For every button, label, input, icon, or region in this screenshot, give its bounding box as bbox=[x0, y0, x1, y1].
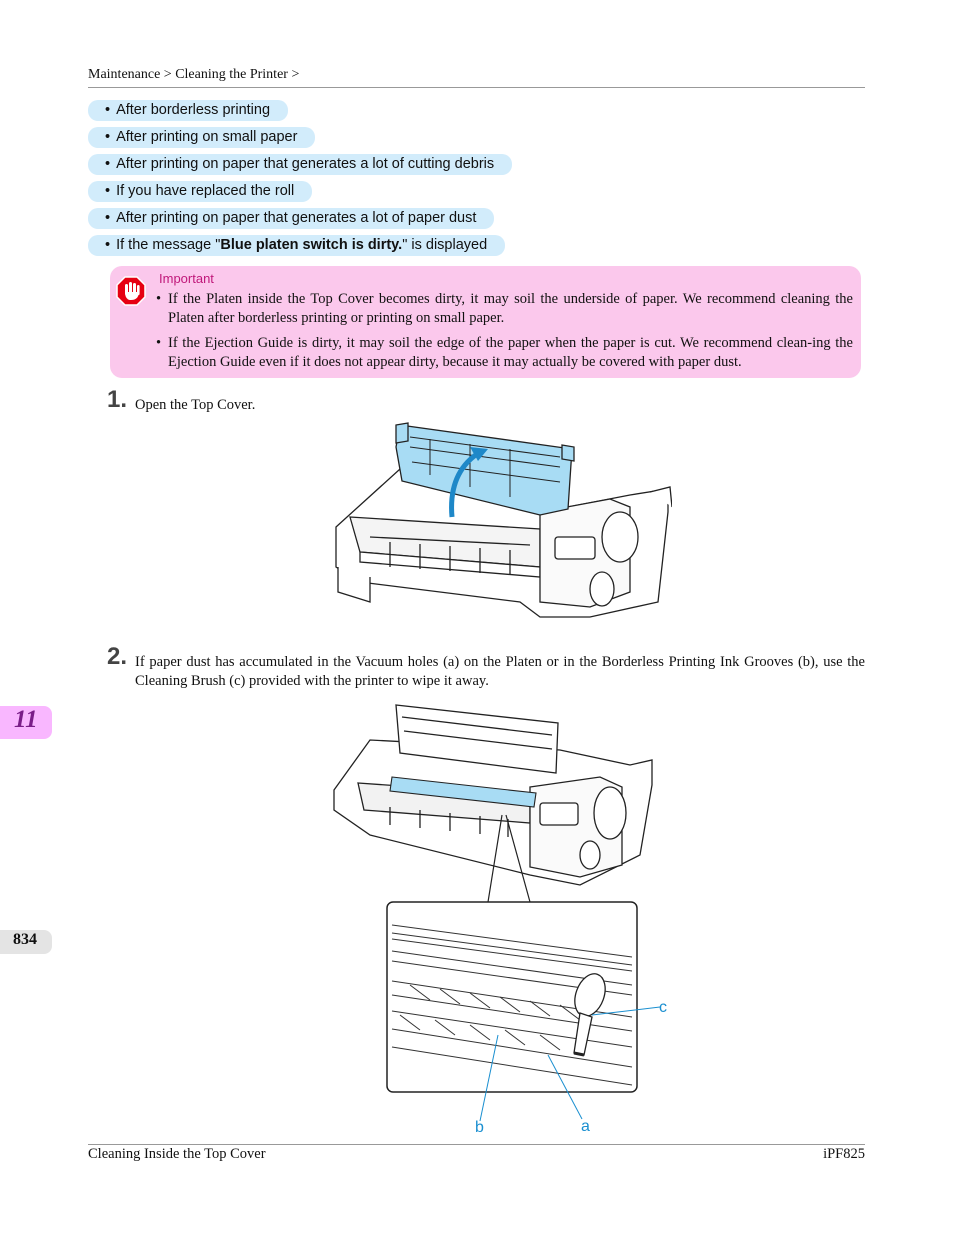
footer-model-name: iPF825 bbox=[823, 1146, 865, 1162]
step-number: 2. bbox=[107, 643, 128, 670]
link-label-bold: Blue platen switch is dirty. bbox=[220, 237, 403, 253]
printer-top-cover-open-illustration bbox=[330, 417, 673, 627]
page-tab bbox=[0, 930, 52, 954]
link-label-suffix: " is displayed bbox=[402, 237, 488, 253]
callout-label-b: b bbox=[475, 1119, 484, 1136]
printer-platen-cleaning-illustration bbox=[330, 695, 672, 1140]
header-divider bbox=[88, 87, 865, 88]
link-paper-dust[interactable]: •After printing on paper that generates … bbox=[88, 208, 495, 229]
link-replaced-roll[interactable]: •If you have replaced the roll bbox=[88, 181, 313, 202]
footer-divider bbox=[88, 1144, 865, 1145]
footer-section-title: Cleaning Inside the Top Cover bbox=[88, 1146, 266, 1162]
callout-label-a: a bbox=[581, 1118, 590, 1135]
link-label: After printing on small paper bbox=[116, 129, 298, 145]
link-label-prefix: If the message " bbox=[116, 237, 221, 253]
link-label: After printing on paper that generates a… bbox=[116, 156, 495, 172]
link-cutting-debris[interactable]: •After printing on paper that generates … bbox=[88, 154, 513, 175]
step-text: Open the Top Cover. bbox=[135, 397, 256, 413]
important-title: Important bbox=[159, 271, 214, 286]
link-label: After printing on paper that generates a… bbox=[116, 210, 477, 226]
chapter-number: 11 bbox=[14, 706, 38, 733]
link-label: After borderless printing bbox=[116, 102, 271, 118]
link-label: If you have replaced the roll bbox=[116, 183, 295, 199]
chapter-tab[interactable] bbox=[0, 706, 52, 739]
stop-hand-icon bbox=[115, 275, 147, 307]
page-number: 834 bbox=[13, 931, 37, 948]
important-item: •If the Platen inside the Top Cover beco… bbox=[156, 291, 853, 326]
link-after-borderless[interactable]: •After borderless printing bbox=[88, 100, 289, 121]
link-small-paper[interactable]: •After printing on small paper bbox=[88, 127, 316, 148]
important-box bbox=[110, 266, 861, 378]
link-platen-switch-message[interactable]: •If the message "Blue platen switch is d… bbox=[88, 235, 506, 256]
important-item-text: If the Ejection Guide is dirty, it may s… bbox=[168, 335, 853, 370]
topic-link-list: •After borderless printing •After printi… bbox=[88, 100, 513, 262]
important-item: •If the Ejection Guide is dirty, it may … bbox=[156, 335, 853, 370]
step-number: 1. bbox=[107, 386, 128, 413]
callout-label-c: c bbox=[659, 999, 667, 1016]
step-text: If paper dust has accumulated in the Vac… bbox=[135, 654, 865, 689]
important-item-text: If the Platen inside the Top Cover becom… bbox=[168, 291, 853, 326]
breadcrumb: Maintenance > Cleaning the Printer > bbox=[88, 67, 300, 82]
